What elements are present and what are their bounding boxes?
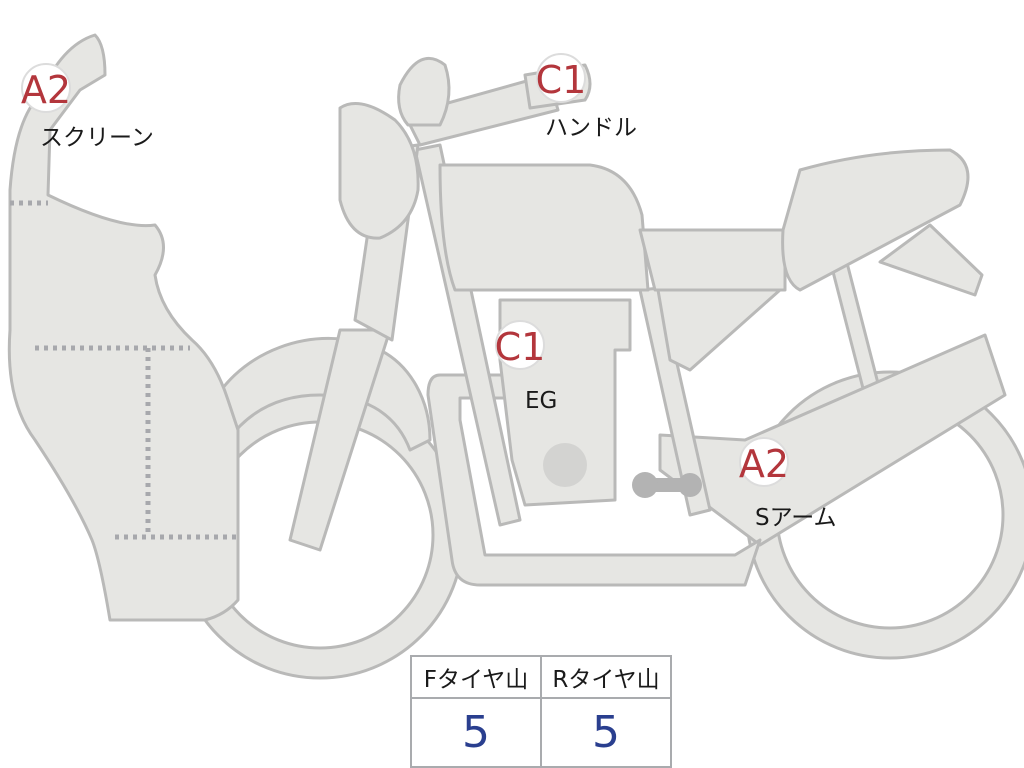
grade-handle: C1 <box>536 58 587 102</box>
marker-screen: A2 スクリーン <box>21 63 154 151</box>
fuel-tank <box>438 163 650 292</box>
value-front-tire: 5 <box>410 697 542 768</box>
table-value-row: 5 5 <box>410 697 672 768</box>
side-cover <box>656 288 782 372</box>
footpeg <box>632 472 702 498</box>
tire-tread-table: Fタイヤ山 Rタイヤ山 5 5 <box>410 655 672 768</box>
grade-engine: C1 <box>495 325 546 369</box>
mirror <box>397 56 451 127</box>
marker-engine: C1 EG <box>495 320 557 414</box>
engine-cover <box>543 443 587 487</box>
frame-loop <box>426 373 762 587</box>
marker-swingarm: A2 Sアーム <box>739 437 837 531</box>
grade-swingarm: A2 <box>739 442 789 486</box>
header-rear-tire: Rタイヤ山 <box>540 655 672 699</box>
table-header-row: Fタイヤ山 Rタイヤ山 <box>410 655 672 699</box>
label-handle: ハンドル <box>545 115 637 141</box>
fairing-panel-lines <box>10 200 236 540</box>
grade-screen: A2 <box>21 68 71 112</box>
label-engine: EG <box>525 388 557 414</box>
marker-handle: C1 ハンドル <box>536 53 637 141</box>
label-swingarm: Sアーム <box>755 505 837 531</box>
grade-badge <box>739 437 789 487</box>
swingarm <box>658 333 1007 547</box>
label-screen: スクリーン <box>40 125 154 151</box>
grade-badge <box>21 63 71 113</box>
value-rear-tire: 5 <box>540 697 672 768</box>
header-front-tire: Fタイヤ山 <box>410 655 542 699</box>
handlebar-bar <box>403 73 560 147</box>
fairing <box>7 33 240 622</box>
grade-badge <box>495 320 545 370</box>
seat-rear <box>781 148 970 292</box>
seat-front <box>638 228 787 292</box>
rear-fender <box>878 223 984 297</box>
grade-badge <box>536 53 586 103</box>
headlight <box>338 102 420 240</box>
frame-downtube <box>413 143 522 527</box>
